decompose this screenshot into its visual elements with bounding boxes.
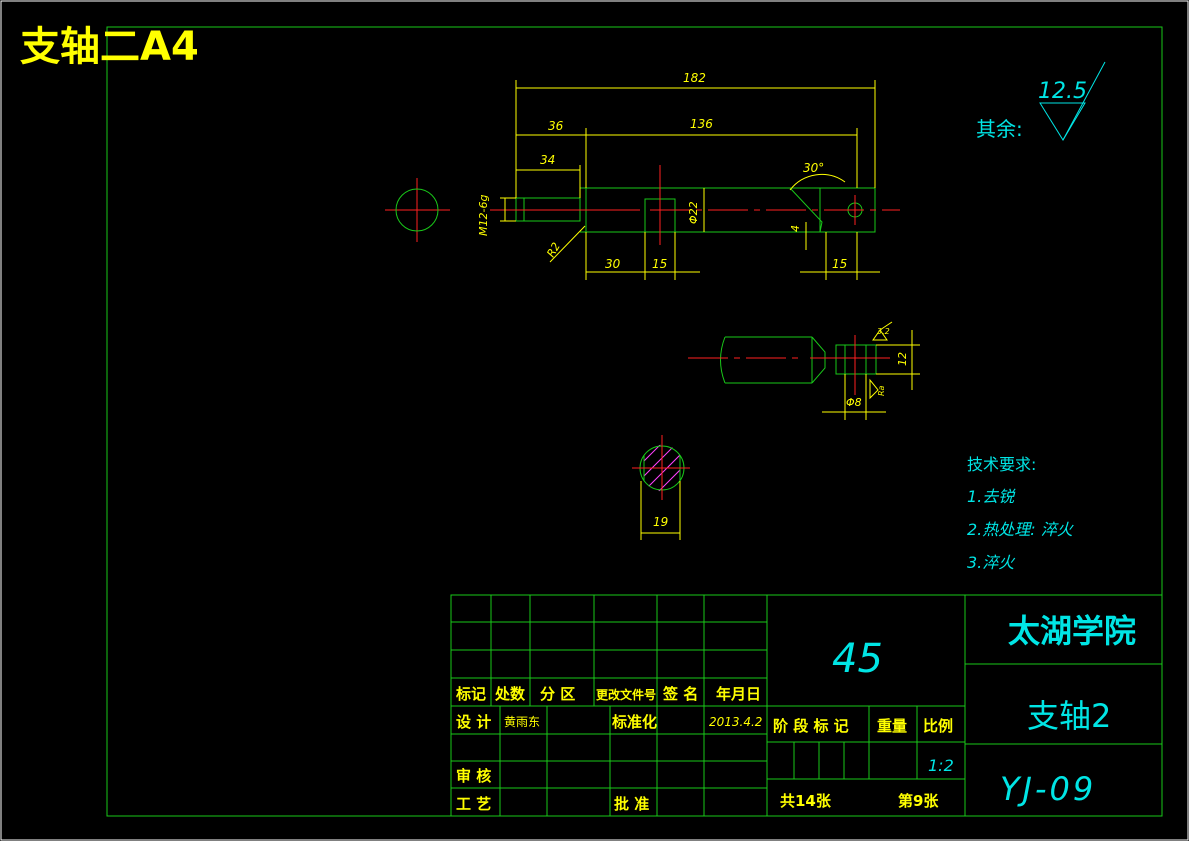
tb-design-label: 设 计 [456, 713, 491, 731]
drawing-title: 支轴二A4 [20, 24, 199, 70]
tech-item-2: 2.热处理: 淬火 [967, 520, 1075, 539]
dim-12: 12 [896, 352, 909, 366]
tb-weight-label: 重量 [877, 717, 907, 735]
roughness-symbol [1039, 61, 1106, 141]
section-view: 19 [632, 435, 690, 540]
tb-scale: 1:2 [928, 756, 954, 775]
tech-heading: 技术要求: [967, 455, 1036, 474]
dim-182: 182 [683, 71, 706, 85]
tb-material: 45 [832, 636, 883, 682]
main-dimensions [500, 80, 880, 280]
roughness-label: 其余: [976, 117, 1023, 141]
dim-30-deg: 30° [803, 161, 824, 175]
partial-view: 12 Φ8 3.2 Ra [688, 321, 920, 420]
dim-r2: R2 [544, 240, 563, 259]
tb-header-count: 处数 [494, 685, 526, 703]
tb-stage-label: 阶 段 标 记 [773, 717, 849, 735]
dim-15b: 15 [832, 257, 847, 271]
roughness-value: 12.5 [1038, 79, 1087, 104]
dim-4: 4 [789, 225, 802, 232]
tb-ratio-label: 比例 [923, 717, 953, 735]
dim-ra: Ra [877, 385, 886, 396]
tech-item-3: 3.淬火 [967, 553, 1016, 572]
tb-approve-label: 批 准 [614, 795, 649, 813]
tb-date: 2013.4.2 [709, 715, 762, 729]
tb-standard-label: 标准化 [611, 713, 657, 731]
dim-19: 19 [653, 515, 668, 529]
dim-phi22: Φ22 [687, 201, 700, 224]
tb-header-mark: 标记 [455, 685, 486, 703]
tb-review-label: 审 核 [456, 767, 491, 785]
tb-school: 太湖学院 [1008, 612, 1136, 650]
title-block [450, 594, 1163, 817]
dim-15a: 15 [652, 257, 667, 271]
main-view: 182 136 36 34 M12-6g R2 Φ22 30 15 15 30°… [385, 71, 900, 280]
end-view-circle [385, 178, 450, 242]
dim-136: 136 [690, 117, 713, 131]
tb-header-docno: 更改文件号 [596, 687, 656, 702]
tb-header-zone: 分 区 [540, 685, 575, 703]
tb-sheet-no: 第9张 [898, 792, 939, 810]
tech-item-1: 1.去锐 [967, 487, 1016, 506]
tb-sheets-total: 共14张 [780, 792, 832, 810]
dim-36: 36 [548, 119, 564, 133]
dim-phi8: Φ8 [846, 396, 862, 409]
dim-34: 34 [540, 153, 555, 167]
tb-designer: 黄雨东 [504, 715, 540, 729]
tb-part-name: 支轴2 [1027, 697, 1111, 735]
dim-30: 30 [605, 257, 621, 271]
tb-header-date: 年月日 [716, 685, 761, 703]
tb-header-sign: 签 名 [662, 685, 698, 703]
dim-3-2: 3.2 [877, 327, 890, 336]
tb-process-label: 工 艺 [456, 795, 491, 813]
shaft-centerline [490, 165, 900, 245]
dim-m12: M12-6g [477, 195, 490, 236]
tb-drawing-no: YJ-09 [1000, 770, 1096, 808]
